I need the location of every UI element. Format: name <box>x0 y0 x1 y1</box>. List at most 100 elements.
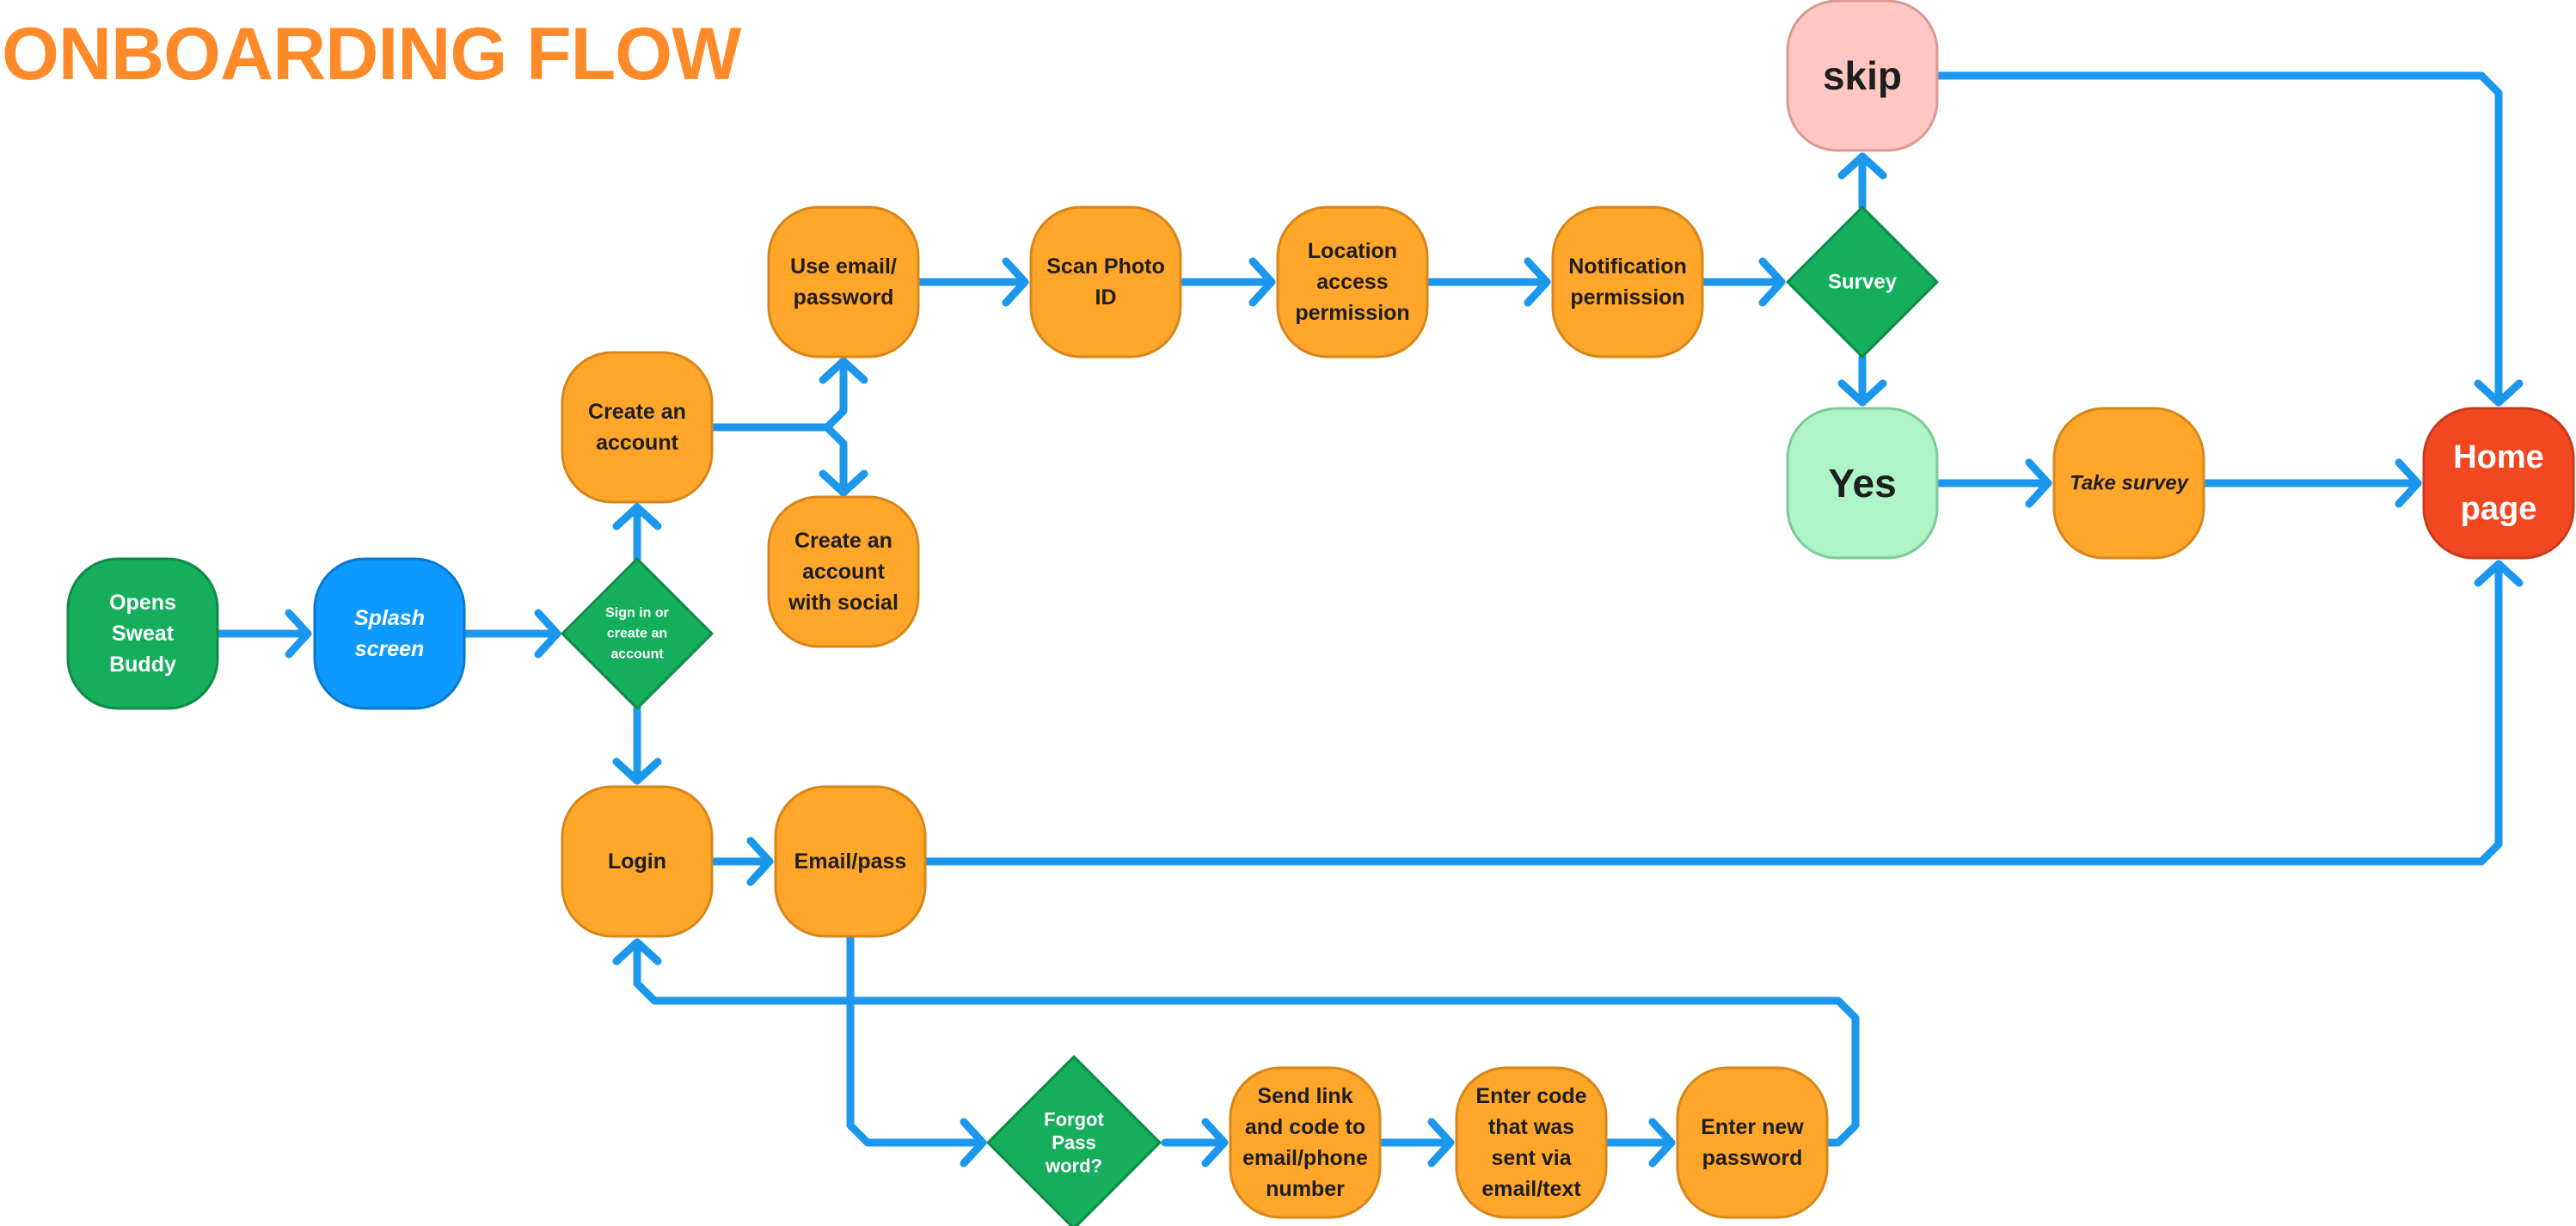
node-label: Survey <box>1828 271 1898 294</box>
node-login: Login <box>561 785 714 938</box>
connector-emailpw-to-scan <box>914 257 1029 307</box>
connector-line <box>708 357 848 432</box>
arrow-head-icon <box>534 609 561 659</box>
arrow-head-icon <box>2474 379 2524 407</box>
connector-forgot-to-sendlink <box>1161 1118 1229 1168</box>
connector-sendlink-to-entercode <box>1376 1118 1455 1168</box>
node-emailpass: Email/pass <box>774 785 927 938</box>
arrow-head-icon <box>2395 458 2422 508</box>
connector-newpw-to-login <box>612 938 1860 1147</box>
connector-create-to-social <box>819 423 868 497</box>
node-label: Home <box>2453 439 2544 475</box>
node-survey: Survey <box>1786 205 1939 359</box>
node-label: Create an <box>588 400 686 424</box>
connector-line <box>921 560 2503 866</box>
node-label: access <box>1316 270 1388 294</box>
arrow-head-icon <box>1524 257 1551 307</box>
node-shape <box>1029 205 1182 359</box>
node-shape <box>767 495 920 648</box>
node-label: Scan Photo <box>1046 254 1165 279</box>
connector-line <box>823 423 848 497</box>
node-label: Email/pass <box>794 849 907 874</box>
node-label: Login <box>608 849 666 874</box>
arrow-head-icon <box>2025 458 2052 508</box>
node-home: Home page <box>2422 407 2575 560</box>
node-label: sent via <box>1491 1146 1572 1170</box>
connectors <box>213 71 2524 1168</box>
node-label: Enter code <box>1475 1084 1586 1108</box>
node-label: Forgot <box>1044 1109 1104 1131</box>
node-label: email/phone <box>1242 1146 1368 1170</box>
connector-emailpass-to-forgot <box>846 932 987 1168</box>
node-label: Yes <box>1828 461 1896 506</box>
node-take-survey: Take survey <box>2052 407 2205 560</box>
node-label: skip <box>1823 53 1902 98</box>
connector-yes-to-takesurvey <box>1933 458 2052 508</box>
node-label: account <box>802 560 886 584</box>
arrow-head-icon <box>1837 152 1887 180</box>
node-label: that was <box>1488 1115 1574 1139</box>
arrow-head-icon <box>612 503 662 530</box>
node-label: page <box>2461 491 2537 527</box>
node-label: password <box>794 285 894 310</box>
arrow-head-icon <box>1758 257 1786 307</box>
node-label: create an <box>607 627 667 641</box>
node-shape <box>1229 1066 1382 1219</box>
node-label: Create an <box>794 529 892 553</box>
connector-splash-to-signin <box>460 609 561 659</box>
arrow-head-icon <box>2474 560 2524 587</box>
node-label: screen <box>355 637 425 661</box>
node-label: Buddy <box>109 653 176 677</box>
connector-emailpass-to-home <box>921 560 2524 866</box>
node-label: Notification <box>1568 254 1687 279</box>
arrow-head-icon <box>1648 1118 1676 1168</box>
node-shape <box>313 557 466 710</box>
node-shape <box>986 1055 1162 1226</box>
node-yes: Yes <box>1786 407 1939 560</box>
arrow-head-icon <box>612 757 662 785</box>
arrow-head-icon <box>1201 1118 1229 1168</box>
node-label: Location <box>1308 239 1397 263</box>
node-shape <box>2052 407 2205 560</box>
node-splash: Splash screen <box>313 557 466 710</box>
node-shape <box>1786 205 1939 359</box>
arrow-head-icon <box>1248 257 1276 307</box>
arrow-head-icon <box>1427 1118 1455 1168</box>
connector-signin-to-create <box>612 503 662 563</box>
connector-line <box>633 938 1860 1147</box>
node-label: word? <box>1045 1156 1102 1177</box>
arrow-head-icon <box>1002 257 1029 307</box>
node-shape <box>767 205 920 359</box>
node-label: Sweat <box>112 622 175 646</box>
arrow-head-icon <box>612 938 662 965</box>
connector-scan-to-location <box>1176 257 1276 307</box>
node-shape <box>66 557 219 710</box>
node-shape <box>1455 1066 1608 1219</box>
node-shape <box>561 557 714 710</box>
connector-survey-to-yes <box>1837 352 1887 407</box>
node-label: permission <box>1295 301 1409 325</box>
connector-create-to-emailpw <box>708 357 868 432</box>
node-label: Enter new <box>1701 1115 1804 1139</box>
node-shape <box>561 351 714 504</box>
node-label: permission <box>1570 285 1684 310</box>
connector-survey-to-skip <box>1837 152 1887 211</box>
node-label: Send link <box>1257 1084 1352 1108</box>
node-shape <box>1786 0 1939 152</box>
connector-opens-to-splash <box>213 609 312 659</box>
node-label: Take survey <box>2070 472 2190 495</box>
node-location: Location access permission <box>1276 205 1429 359</box>
connector-entercode-to-newpw <box>1602 1118 1676 1168</box>
arrow-head-icon <box>819 469 868 497</box>
connector-takesurvey-to-home <box>2199 458 2422 508</box>
node-label: ID <box>1095 285 1117 310</box>
node-label: Splash <box>354 606 425 630</box>
